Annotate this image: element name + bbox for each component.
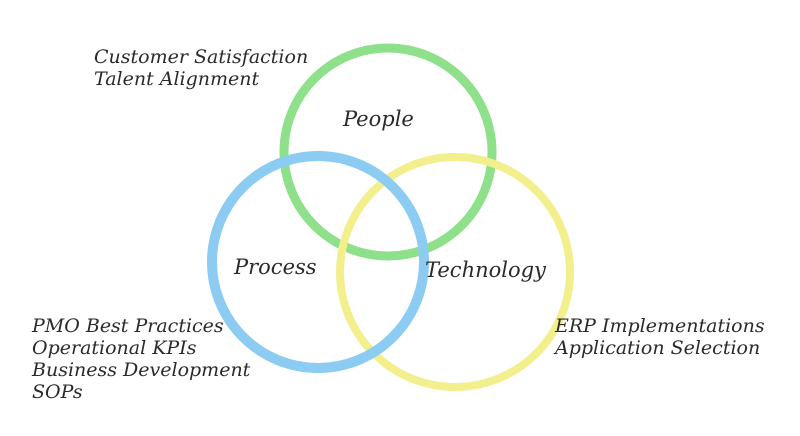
technology-label: Technology: [425, 258, 546, 282]
people-item: Talent Alignment: [94, 68, 260, 90]
technology-item: Application Selection: [555, 337, 761, 359]
process-item: PMO Best Practices: [32, 315, 224, 337]
process-item: Operational KPIs: [32, 337, 197, 359]
technology-circle: [336, 153, 574, 391]
technology-items: ERP Implementations Application Selectio…: [555, 315, 765, 359]
technology-item: ERP Implementations: [555, 315, 765, 337]
process-circle: [207, 151, 429, 373]
process-item: Business Development: [32, 359, 251, 381]
people-item: Customer Satisfaction: [94, 46, 309, 68]
people-label: People: [343, 107, 414, 131]
process-label: Process: [234, 255, 317, 279]
process-items: PMO Best Practices Operational KPIs Busi…: [32, 315, 250, 403]
people-circle: [279, 43, 497, 261]
people-items: Customer Satisfaction Talent Alignment: [94, 46, 308, 90]
process-item: SOPs: [32, 381, 83, 403]
